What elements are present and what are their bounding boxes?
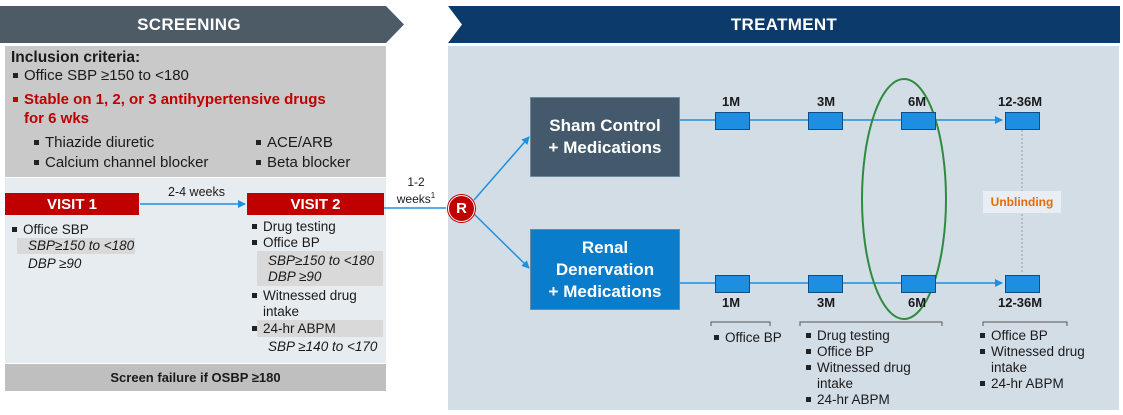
unblinding-label: Unblinding (983, 191, 1061, 213)
treatment-header: TREATMENT (448, 6, 1120, 43)
drug-class-beta-blocker: Beta blocker (256, 154, 350, 171)
bullet-icon (806, 348, 811, 354)
rdn-label-3m: 3M (817, 295, 836, 310)
bullet-icon (13, 96, 18, 102)
sham-visit-1m (715, 112, 750, 130)
screen-failure-text: Screen failure if OSBP ≥180 (110, 370, 281, 385)
bullet-icon (252, 223, 257, 229)
visit2-abpm: 24-hr ABPM (252, 321, 336, 337)
bullet-icon (806, 332, 811, 338)
visit1-sbp: SBP≥150 to <180 (28, 238, 135, 253)
treatment-title: TREATMENT (730, 14, 838, 34)
visit2-office-bp: Office BP (252, 235, 320, 251)
visit2-abpm-sbp: SBP ≥140 to <170 (268, 339, 378, 354)
followup-12m-list: Office BP Witnessed drug intake 24-hr AB… (980, 328, 1085, 392)
rdn-visit-12-36m (1005, 275, 1040, 293)
followup-1m-list: Office BP (714, 330, 782, 346)
sham-line1: Sham Control (549, 116, 661, 135)
bullet-icon (806, 364, 811, 370)
randomization-weeks: 1-2 weeks1 (396, 175, 436, 206)
inclusion-title: Inclusion criteria: (11, 49, 141, 66)
bullet-icon (12, 226, 17, 232)
visit1-office-sbp: Office SBP (12, 222, 89, 238)
visit2-drug-testing: Drug testing (252, 219, 336, 235)
rdn-visit-1m (715, 275, 750, 293)
screen-failure-bar: Screen failure if OSBP ≥180 (5, 364, 386, 391)
sham-visit-6m (901, 112, 936, 130)
renal-denervation-box: Renal Denervation + Medications (530, 229, 680, 310)
screening-header: SCREENING (0, 6, 404, 43)
drug-class-ace-arb: ACE/ARB (256, 134, 333, 151)
visit2-witnessed: Witnessed drug intake (252, 288, 357, 320)
rdn-line3: + Medications (548, 281, 662, 301)
bullet-icon (13, 72, 18, 78)
visit1-sbp-band (17, 238, 135, 254)
bullet-icon (34, 159, 39, 165)
criteria-office-sbp: Office SBP ≥150 to <180 (13, 68, 189, 84)
bullet-icon (980, 332, 985, 338)
rdn-line2: Denervation (555, 259, 655, 279)
interval-label: 2-4 weeks (168, 185, 225, 199)
visit1-dbp: DBP ≥90 (28, 256, 82, 271)
inclusion-criteria-panel (5, 46, 386, 177)
visit2-bp-band (257, 251, 383, 286)
bullet-icon (714, 334, 719, 340)
bullet-icon (252, 292, 257, 298)
drug-class-thiazide: Thiazide diuretic (34, 134, 154, 151)
drug-class-ccb: Calcium channel blocker (34, 154, 208, 171)
bullet-icon (34, 139, 39, 145)
rdn-label-12-36m: 12-36M (998, 295, 1043, 310)
sham-visit-3m (808, 112, 843, 130)
bullet-icon (252, 325, 257, 331)
visit2-sbp: SBP≥150 to <180 (268, 253, 375, 268)
sham-control-box: Sham Control + Medications (530, 97, 680, 177)
bullet-icon (806, 396, 811, 402)
bullet-icon (252, 239, 257, 245)
rdn-visit-3m (808, 275, 843, 293)
followup-3m-6m-list: Drug testing Office BP Witnessed drug in… (806, 328, 911, 408)
visit2-abpm-band (257, 320, 383, 337)
rdn-line1: Renal (581, 237, 629, 257)
visit-1-label: VISIT 1 (5, 193, 139, 215)
sham-label-12-36m: 12-36M (998, 94, 1043, 109)
sham-label-3m: 3M (817, 94, 836, 109)
rdn-visit-6m (901, 275, 936, 293)
randomization-symbol: R (456, 200, 467, 217)
randomization-circle: R (448, 195, 475, 222)
sham-label-1m: 1M (722, 94, 741, 109)
sham-line2: + Medications (548, 138, 662, 157)
visit-2-label: VISIT 2 (247, 193, 384, 215)
visit2-dbp: DBP ≥90 (268, 269, 322, 284)
bullet-icon (256, 159, 261, 165)
criteria-stable-drugs: Stable on 1, 2, or 3 antihypertensive dr… (13, 90, 326, 128)
rdn-label-6m: 6M (908, 295, 927, 310)
rdn-label-1m: 1M (722, 295, 741, 310)
sham-label-6m: 6M (908, 94, 927, 109)
sham-visit-12-36m (1005, 112, 1040, 130)
bullet-icon (980, 380, 985, 386)
screening-title: SCREENING (137, 14, 241, 34)
footnote-marker: 1 (430, 191, 436, 200)
bullet-icon (980, 348, 985, 354)
bullet-icon (256, 139, 261, 145)
